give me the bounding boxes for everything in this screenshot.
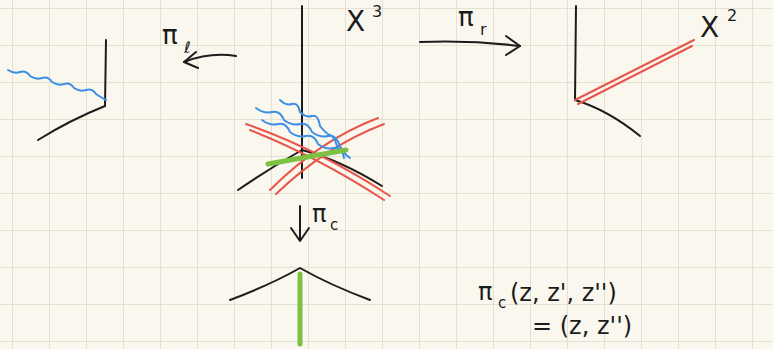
formula: = (z, z'') (532, 314, 632, 338)
projection-arrow (420, 42, 520, 47)
map-name: π (312, 202, 326, 226)
subscript: c (330, 218, 338, 233)
right-surface (575, 6, 694, 136)
subscript: r (480, 22, 487, 38)
subscript: c (498, 296, 506, 311)
superscript: 3 (372, 4, 382, 20)
map-name: π (478, 280, 492, 304)
subscript: ℓ (184, 40, 191, 56)
formula: (z, z', z'') (510, 281, 617, 305)
map-name: π (458, 4, 474, 30)
arrow-head (506, 36, 520, 55)
arrow-head (291, 228, 309, 241)
left-curve (8, 40, 106, 140)
space-name: X (346, 8, 365, 36)
projection-arrow (299, 206, 301, 240)
center-variety (238, 6, 390, 200)
map-name: π (162, 22, 178, 48)
bottom-curve (230, 268, 370, 344)
superscript: 2 (727, 8, 737, 24)
space-name: X (700, 14, 719, 42)
